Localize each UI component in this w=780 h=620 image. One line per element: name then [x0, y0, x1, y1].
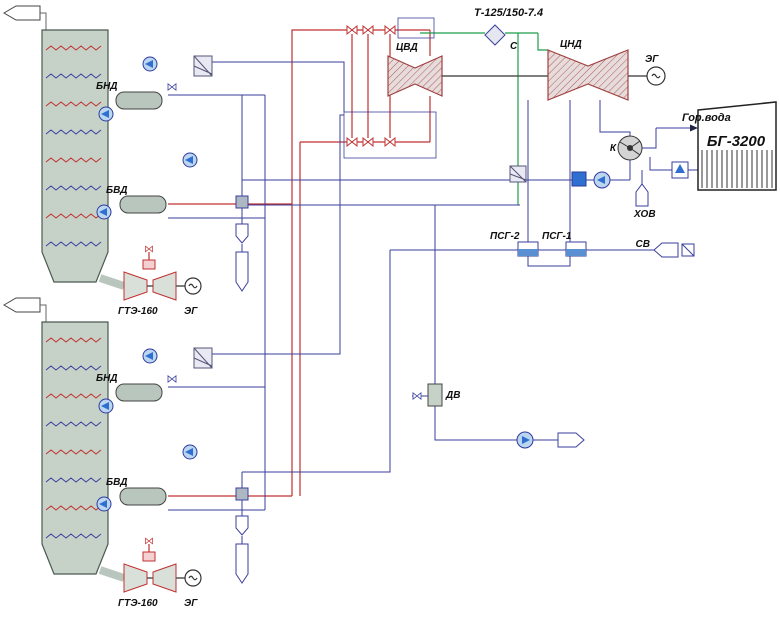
hp-steam-pipes [168, 29, 431, 497]
pump-icon [182, 152, 198, 168]
flash-arrow [235, 223, 249, 244]
flow-arrowhead [690, 124, 698, 132]
lp-cylinder [547, 49, 629, 101]
hrsg-unit-2: БНД БВД ГТЭ-160 ЭГ [3, 297, 213, 609]
pump-icon [96, 204, 112, 220]
lp-steam-pipes [420, 32, 548, 205]
separator-label: С [510, 41, 518, 52]
gt-exhaust-duct [98, 274, 126, 290]
condensate-pump-icon [593, 171, 611, 189]
gt-generator-label: ЭГ [184, 306, 198, 317]
tube-bundles [45, 337, 102, 539]
drum-valve-icon [167, 82, 177, 92]
network-check-valve [681, 243, 695, 257]
tank-heating-section [700, 150, 774, 188]
hp-drum [119, 195, 167, 214]
fuel-valve-icon [145, 537, 153, 545]
network-pump-triangle [675, 164, 685, 173]
hp-drum-label: БВД [106, 185, 128, 196]
gland-cooler [509, 165, 527, 183]
condensate-pipes [168, 17, 698, 544]
gt-turbine [152, 271, 177, 301]
psg1-label: ПСГ-1 [542, 231, 572, 242]
makeup-water-arrow [635, 183, 649, 207]
exhaust-duct [40, 304, 47, 322]
drain-cooler [235, 487, 249, 501]
network-water-arrow [653, 242, 679, 258]
deaerator-label: ДВ [445, 390, 460, 401]
hot-water-label: Гор.вода [682, 112, 731, 124]
hp-cylinder [387, 55, 443, 97]
condenser-blades [619, 140, 641, 156]
lp-drum-label: БНД [96, 373, 118, 384]
combustor [142, 259, 156, 270]
exhaust-duct [40, 12, 47, 30]
steam-valve-row [346, 24, 396, 148]
hp-drum [119, 487, 167, 506]
network-water-label: СВ [636, 239, 650, 250]
psg2-label: ПСГ-2 [490, 231, 520, 242]
separator-icon [484, 24, 506, 46]
lp-cylinder-label: ЦНД [560, 39, 582, 50]
gt-label: ГТЭ-160 [118, 306, 158, 317]
pump-icon [98, 106, 114, 122]
hp-drum-label: БВД [106, 477, 128, 488]
heat-exchanger [193, 55, 213, 77]
turbine-title: Т-125/150-7.4 [474, 7, 543, 19]
lp-drum-label: БНД [96, 81, 118, 92]
hrsg-body [41, 29, 109, 283]
gt-compressor [123, 271, 148, 301]
condenser-label: К [610, 143, 617, 154]
gt-generator-label: ЭГ [184, 598, 198, 609]
pump-icon [98, 398, 114, 414]
psg1-level [566, 249, 586, 256]
pump-icon [182, 444, 198, 460]
storage-tank-label: БГ-3200 [707, 133, 766, 150]
pump-icon [142, 348, 158, 364]
drum-valve-icon [167, 374, 177, 384]
hrsg-body [41, 321, 109, 575]
lp-drum [115, 383, 163, 402]
network-pump [671, 161, 689, 179]
turbo-generator-label: ЭГ [645, 54, 659, 65]
flash-arrow [235, 515, 249, 536]
pump-icon [142, 56, 158, 72]
deaerator-line: ДВ [412, 383, 585, 449]
gt-label: ГТЭ-160 [118, 598, 158, 609]
gt-compressor [123, 563, 148, 593]
psg2-level [518, 249, 538, 256]
drain-cooler [235, 195, 249, 209]
flash-vessel [235, 251, 249, 292]
deaerator-vessel [427, 383, 443, 407]
hp-cylinder-label: ЦВД [396, 42, 418, 53]
exhaust-arrow [3, 297, 41, 313]
hot-water-storage: БГ-3200 Гор.вода ХОВ [633, 101, 777, 220]
network-heaters: ПСГ-2 ПСГ-1 СВ [490, 231, 695, 258]
heat-exchanger [193, 347, 213, 369]
pump-icon [96, 496, 112, 512]
outflow-arrow [557, 432, 585, 448]
makeup-water-label: ХОВ [633, 209, 656, 220]
deaerator-valve-icon [412, 391, 422, 401]
combustor [142, 551, 156, 562]
exhaust-arrow [3, 5, 41, 21]
ejector-cooler [571, 171, 587, 187]
hrsg-unit-1: БНД БВД ГТЭ-160 ЭГ [3, 5, 213, 317]
drain-expanders [235, 195, 249, 584]
tube-bundles [45, 45, 102, 247]
fuel-valve-icon [145, 245, 153, 253]
flash-vessel [235, 543, 249, 584]
lp-drum [115, 91, 163, 110]
gt-turbine [152, 563, 177, 593]
steam-turbine-set: Т-125/150-7.4 С ЦВД ЦНД ЭГ К [387, 7, 666, 189]
gt-exhaust-duct [98, 566, 126, 582]
drain-pump-icon [516, 431, 534, 449]
